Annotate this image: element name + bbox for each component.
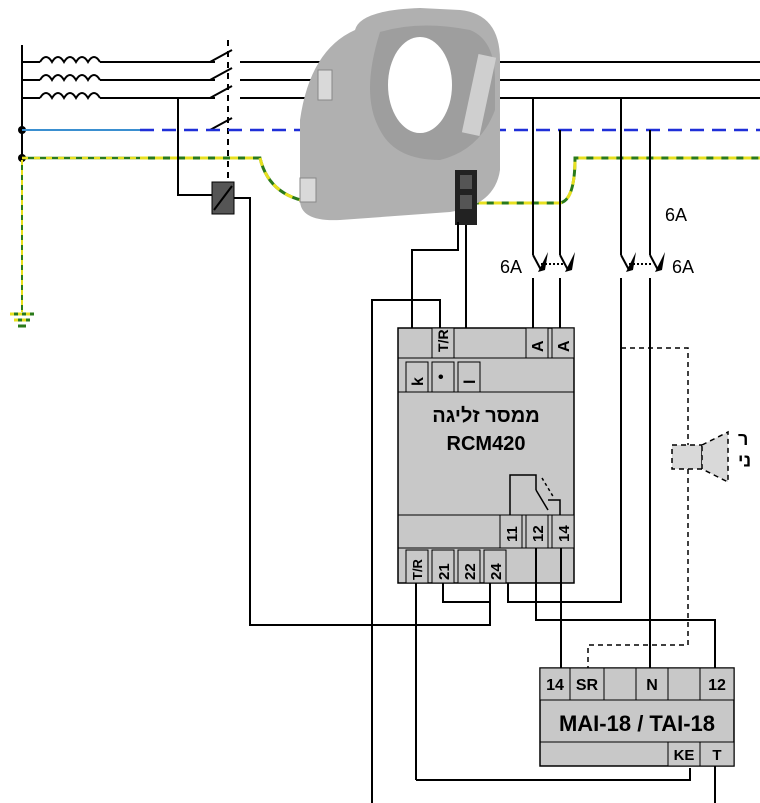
rcm-terminal-a2: A (556, 340, 573, 352)
rcm-terminal-24: 24 (488, 563, 505, 580)
rcm-terminal-12: 12 (530, 525, 547, 542)
current-transformer (299, 8, 500, 225)
rcm-terminal-a1: A (530, 340, 547, 352)
main-switch (140, 40, 233, 185)
rcm-terminal-tr-bottom: T/R (410, 558, 425, 580)
rcm-terminal-dot: • (438, 369, 444, 386)
rcm-terminal-l: l (462, 380, 479, 384)
mai-terminal-n: N (646, 677, 658, 694)
rcm-model: RCM420 (447, 433, 526, 455)
mai-model: MAI-18 / TAI-18 (559, 711, 715, 736)
breaker-label-top: 6A (665, 205, 687, 225)
breakers (532, 98, 659, 330)
rcm-terminal-21: 21 (436, 563, 453, 580)
mai18-device: 14 SR N 12 MAI-18 / TAI-18 KE T (539, 667, 735, 767)
mai-terminal-t: T (712, 747, 721, 764)
mai-terminal-12: 12 (708, 677, 726, 694)
breaker-label-right: 6A (672, 257, 694, 277)
trip-coil (177, 98, 491, 626)
earth-icon (10, 312, 34, 328)
rcm-terminal-14: 14 (556, 525, 573, 542)
rcm-terminal-k: k (410, 377, 427, 386)
rcm420-device: T/R A A k • l ממסר זליגה RCM420 11 12 14… (397, 327, 575, 584)
mai-terminal-14: 14 (546, 677, 564, 694)
breaker-label-left: 6A (500, 257, 522, 277)
mai-terminal-sr: SR (576, 677, 599, 694)
rcm-terminal-22: 22 (462, 563, 479, 580)
mai-terminal-ke: KE (674, 747, 695, 764)
rcm-terminal-tr-top: T/R (435, 329, 451, 352)
horn-icon (587, 347, 729, 668)
rcm-terminal-11: 11 (504, 526, 521, 542)
rcm-title-hebrew: ממסר זליגה (432, 405, 540, 427)
